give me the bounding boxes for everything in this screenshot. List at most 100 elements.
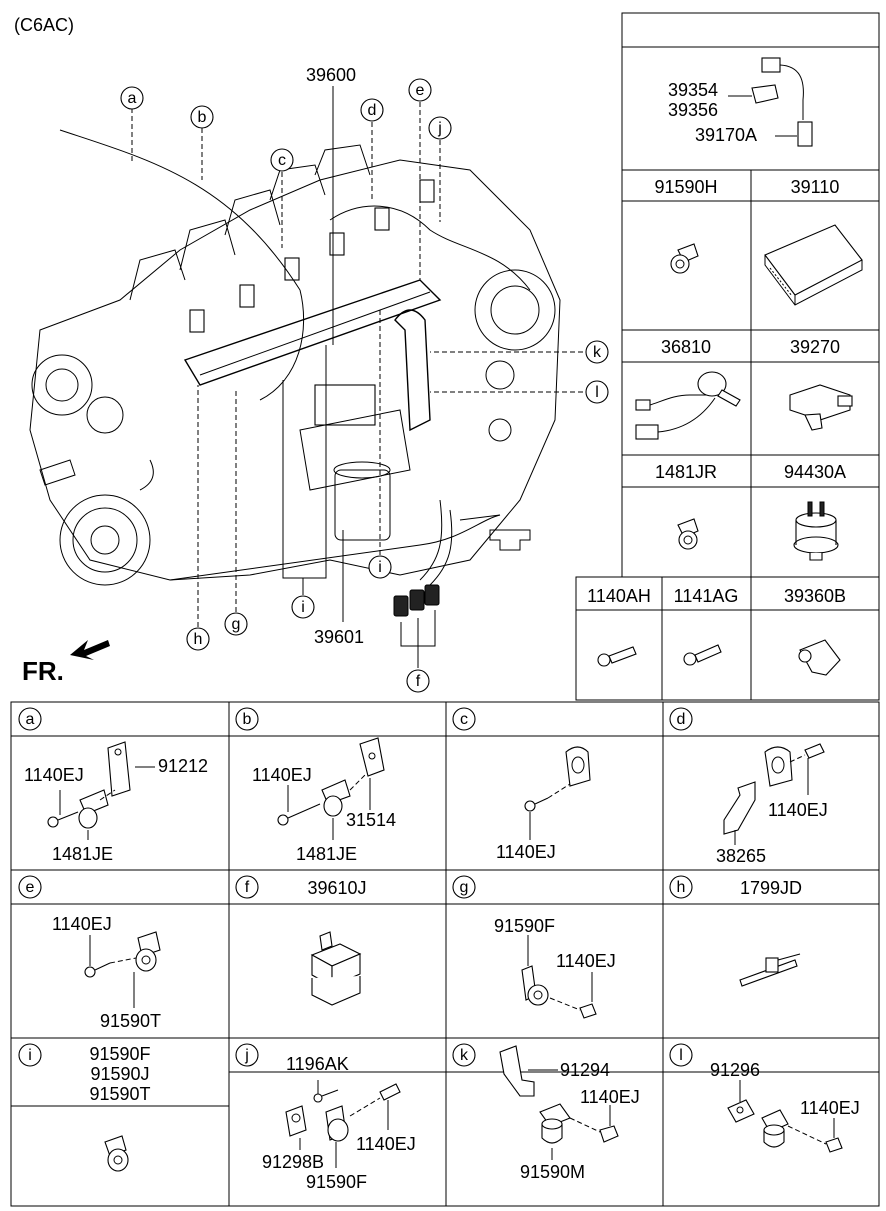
sensor-part-3: 39170A: [695, 125, 757, 145]
svg-text:e: e: [26, 879, 35, 896]
callout-i-upper: i: [368, 555, 392, 579]
detail-b-letter: b: [235, 707, 259, 731]
svg-text:c: c: [278, 152, 286, 169]
detail-e-letter: e: [18, 875, 42, 899]
side-cell-39270-code: 39270: [790, 337, 840, 357]
engine-illustration: [29, 129, 561, 617]
detail-j-part-4: 91590F: [306, 1172, 367, 1192]
callout-i-lower: i: [291, 595, 315, 619]
callout-leaders: [131, 86, 583, 668]
side-cell-1141ag-code: 1141AG: [674, 586, 739, 606]
detail-a-part-2: 91212: [158, 756, 208, 776]
detail-h-header: 1799JD: [740, 878, 802, 898]
svg-text:h: h: [677, 879, 686, 896]
detail-a-letter: a: [18, 707, 42, 731]
detail-d-letter: d: [669, 707, 693, 731]
detail-l-part-1: 91296: [710, 1060, 760, 1080]
clamp-1481jr-illustration: [677, 518, 699, 550]
detail-d-part-2: 38265: [716, 846, 766, 866]
detail-k-part-3: 91590M: [520, 1162, 585, 1182]
front-direction: FR.: [22, 640, 110, 686]
svg-text:a: a: [128, 90, 137, 107]
callout-a: a: [120, 86, 144, 110]
detail-k: [499, 1045, 619, 1160]
side-cell-36810-code: 36810: [661, 337, 711, 357]
detail-l-part-2: 1140EJ: [800, 1098, 860, 1118]
detail-l-letter: l: [669, 1043, 693, 1067]
detail-f-header: 39610J: [307, 878, 366, 898]
side-panel: 39354 39356 39170A 91590H 39110 36810 39…: [575, 12, 880, 701]
detail-e-part-1: 1140EJ: [52, 914, 112, 934]
detail-b-part-3: 1481JE: [296, 844, 357, 864]
detail-e-part-2: 91590T: [100, 1011, 161, 1031]
svg-text:k: k: [593, 344, 602, 361]
callout-b: b: [190, 105, 214, 129]
detail-j-part-3: 91298B: [262, 1152, 324, 1172]
side-cell-1481jr-code: 1481JR: [655, 462, 717, 482]
svg-text:l: l: [595, 384, 599, 401]
callout-f: f: [406, 669, 430, 693]
svg-text:g: g: [232, 616, 241, 633]
svg-text:d: d: [677, 711, 686, 728]
detail-j-letter: j: [235, 1043, 259, 1067]
clamp-91590h-illustration: [670, 243, 699, 274]
callout-g: g: [224, 612, 248, 636]
callout-markers: a b c d e j k l i i g h f: [120, 78, 609, 693]
detail-a-part-3: 1481JE: [52, 844, 113, 864]
detail-b-part-2: 31514: [346, 810, 396, 830]
detail-i-letter: i: [18, 1043, 42, 1067]
side-cell-39110-code: 39110: [791, 177, 840, 197]
detail-c: [524, 746, 591, 840]
detail-k-letter: k: [452, 1043, 476, 1067]
detail-g-part-1: 91590F: [494, 916, 555, 936]
svg-text:f: f: [416, 673, 421, 690]
callout-e: e: [408, 78, 432, 102]
callout-k: k: [585, 340, 609, 364]
detail-g-letter: g: [452, 875, 476, 899]
detail-letters: a b c d e f g h i j k l: [18, 707, 693, 1067]
svg-text:i: i: [378, 559, 382, 576]
callout-l: l: [585, 380, 609, 404]
detail-j-part-2: 1140EJ: [356, 1134, 416, 1154]
detail-f-relay: [310, 931, 362, 1006]
detail-c-part-1: 1140EJ: [496, 842, 556, 862]
part-39600-label: 39600: [306, 65, 356, 85]
svg-text:i: i: [301, 599, 305, 616]
detail-a: [47, 741, 155, 840]
detail-f-letter: f: [235, 875, 259, 899]
sensor-39270-illustration: [789, 384, 853, 431]
side-cell-94430a-code: 94430A: [784, 462, 846, 482]
detail-grid: [10, 701, 880, 1207]
side-cell-1140ah-code: 1140AH: [587, 586, 651, 606]
detail-c-letter: c: [452, 707, 476, 731]
svg-text:d: d: [368, 102, 377, 119]
detail-g-part-2: 1140EJ: [556, 951, 616, 971]
detail-a-part-1: 1140EJ: [24, 765, 84, 785]
svg-text:e: e: [416, 82, 425, 99]
svg-text:j: j: [437, 120, 442, 137]
svg-text:i: i: [28, 1047, 32, 1064]
detail-j: [285, 1080, 401, 1168]
svg-text:g: g: [460, 879, 469, 896]
front-arrow-icon: [70, 640, 110, 660]
detail-i-clamp: [104, 1135, 129, 1172]
detail-k-part-2: 1140EJ: [580, 1087, 640, 1107]
svg-text:l: l: [679, 1047, 683, 1064]
detail-k-part-1: 91294: [560, 1060, 610, 1080]
front-label: FR.: [22, 656, 64, 686]
detail-b: [277, 737, 385, 840]
detail-i-part-3: 91590T: [89, 1084, 150, 1104]
svg-text:c: c: [460, 711, 468, 728]
detail-b-part-1: 1140EJ: [252, 765, 312, 785]
ecu-39110-illustration: [764, 224, 863, 306]
detail-d: [723, 743, 825, 845]
callout-h: h: [186, 627, 210, 651]
sensor-part-2: 39356: [668, 100, 718, 120]
detail-j-part-1: 1196AK: [286, 1054, 349, 1074]
variant-label: (C6AC): [14, 15, 74, 35]
bolt-1140ah-illustration: [597, 646, 637, 667]
detail-h-cable-tie: [739, 953, 801, 987]
svg-text:k: k: [460, 1047, 469, 1064]
svg-text:b: b: [243, 711, 252, 728]
